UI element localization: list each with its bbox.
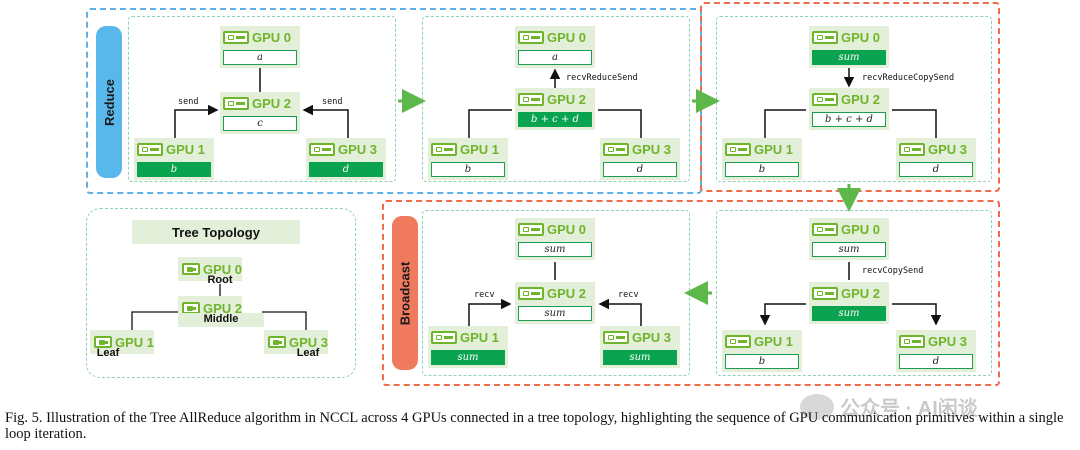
gpu-chip-icon [431,330,457,344]
topology-title: Tree Topology [132,220,300,244]
p1-gpu2-buffer: c [223,116,297,131]
p3-gpu3-buffer: d [899,162,973,177]
gpu-chip-icon [725,334,751,348]
topo-gpu1-role: Leaf [96,347,120,359]
p4-gpu0-buffer: sum [812,242,886,257]
p5-gpu2-buffer: sum [518,306,592,321]
wechat-icon [800,393,834,420]
p5-gpu2: GPU 2 sum [515,282,595,324]
gpu-chip-icon [268,336,286,348]
p4-gpu1-buffer: b [725,354,799,369]
p4-gpu1: GPU 1 b [722,330,802,372]
p1-gpu2: GPU 2 c [220,92,300,134]
gpu-chip-icon [603,330,629,344]
gpu-chip-icon [137,142,163,156]
panel1-edges [174,68,349,138]
p5-gpu0: GPU 0 sum [515,218,595,260]
topo-gpu3-role: Leaf [296,347,320,359]
flow-arrows [398,89,861,305]
p1-gpu0: GPU 0 a [220,26,300,68]
p2-gpu1-buffer: b [431,162,505,177]
p1-gpu1-buffer: b [137,162,211,177]
gpu-chip-icon [182,263,200,275]
p3-gpu1-buffer: b [725,162,799,177]
p5-gpu3: GPU 3 sum [600,326,680,368]
p5-gpu1-buffer: sum [431,350,505,365]
gpu-chip-icon [899,334,925,348]
p2-gpu1: GPU 1 b [428,138,508,180]
p5-gpu1: GPU 1 sum [428,326,508,368]
p5-right-edge-label: recv [618,290,639,300]
gpu-chip-icon [518,222,544,236]
gpu-chip-icon [223,30,249,44]
tree-topology-panel [86,208,356,378]
p4-gpu2: GPU 2 sum [809,282,889,324]
p1-gpu0-buffer: a [223,50,297,65]
p2-gpu3-buffer: d [603,162,677,177]
p4-down-edge-label: recvCopySend [862,266,924,276]
topology-edges [131,284,307,330]
topo-gpu0-role: Root [207,274,233,286]
gpu-chip-icon [812,222,838,236]
p3-gpu3: GPU 3 d [896,138,976,180]
p1-gpu3: GPU 3 d [306,138,386,180]
gpu-chip-icon [223,96,249,110]
p3-gpu0-buffer: sum [812,50,886,65]
p3-down-edge-label: recvReduceCopySend [862,73,955,83]
p3-gpu0: GPU 0 sum [809,26,889,68]
gpu-chip-icon [94,336,112,348]
gpu-chip-icon [431,142,457,156]
topo-gpu3: GPU 3 [264,330,328,354]
p1-gpu1: GPU 1 b [134,138,214,180]
watermark: 公众号 · AI闲谈 [800,392,978,421]
gpu-chip-icon [725,142,751,156]
broadcast-phase-label: Broadcast [392,216,418,370]
gpu-chip-icon [812,30,838,44]
panel2-edges [468,68,642,138]
p2-gpu3: GPU 3 d [600,138,680,180]
gpu-chip-icon [518,92,544,106]
panel-reduce-step1 [128,16,396,182]
panel3-edges [764,68,937,138]
figure-caption: Fig. 5. Illustration of the Tree AllRedu… [5,410,1064,442]
gpu-chip-icon [518,30,544,44]
topo-gpu0: GPU 0 [178,257,242,281]
p2-up-edge-label: recvReduceSend [566,73,638,83]
p2-gpu0-buffer: a [518,50,592,65]
topo-gpu2-role: Middle [203,313,239,325]
gpu-chip-icon [812,286,838,300]
p1-left-edge-label: send [178,97,199,107]
p4-gpu3-buffer: d [899,354,973,369]
p2-gpu2-buffer: b + c + d [518,112,592,127]
gpu-chip-icon [899,142,925,156]
broadcast-phase-frame [382,200,1000,386]
panel4-edges [759,262,942,326]
gpu-chip-icon [603,142,629,156]
p4-gpu0: GPU 0 sum [809,218,889,260]
p5-gpu3-buffer: sum [603,350,677,365]
topo-gpu1: GPU 1 [90,330,154,354]
p1-gpu3-buffer: d [309,162,383,177]
p5-gpu0-buffer: sum [518,242,592,257]
p3-gpu2-buffer: b + c + d [812,112,886,127]
reduce-phase-label: Reduce [96,26,122,178]
p3-gpu2: GPU 2 b + c + d [809,88,889,130]
gpu-chip-icon [812,92,838,106]
p1-right-edge-label: send [322,97,343,107]
p4-gpu2-buffer: sum [812,306,886,321]
p3-gpu1: GPU 1 b [722,138,802,180]
gpu-chip-icon [309,142,335,156]
topo-gpu2-role-bg [178,313,264,327]
panel5-edges [468,262,642,326]
gpu-chip-icon [518,286,544,300]
p2-gpu0: GPU 0 a [515,26,595,68]
p2-gpu2: GPU 2 b + c + d [515,88,595,130]
p4-gpu3: GPU 3 d [896,330,976,372]
p5-left-edge-label: recv [474,290,495,300]
